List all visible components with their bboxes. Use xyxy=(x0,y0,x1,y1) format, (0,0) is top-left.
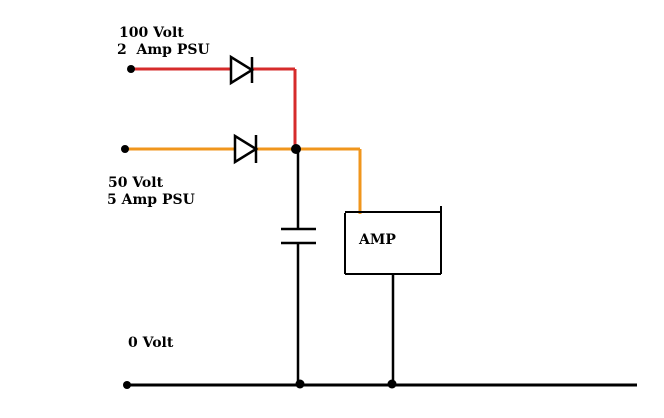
diode-50v-icon xyxy=(233,133,259,165)
terminal-50v xyxy=(121,145,129,153)
terminal-ground xyxy=(123,381,131,389)
label-amp: AMP xyxy=(359,232,396,248)
label-50v-psu: 5 Amp PSU xyxy=(107,192,195,208)
label-ground: 0 Volt xyxy=(128,335,174,351)
wire-100v xyxy=(131,67,297,148)
diode-100v-icon xyxy=(229,54,255,86)
label-100v-psu: 2 Amp PSU xyxy=(117,42,210,58)
label-100v: 100 Volt xyxy=(119,25,184,41)
label-50v: 50 Volt xyxy=(108,175,164,191)
capacitor-icon xyxy=(281,227,316,245)
wire-50v xyxy=(125,147,362,214)
junction-node-amp-ground xyxy=(387,379,397,389)
junction-node-cap-ground xyxy=(295,379,305,389)
terminal-100v xyxy=(127,65,135,73)
junction-node-top xyxy=(291,144,301,154)
